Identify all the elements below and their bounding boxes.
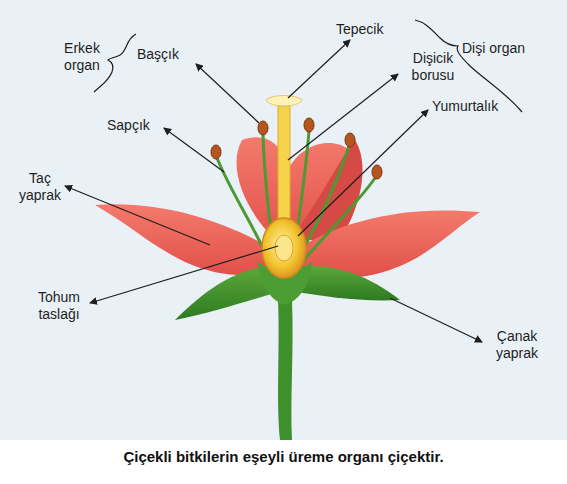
figure-caption: Çiçekli bitkilerin eşeyli üreme organı ç… [0, 448, 567, 465]
organ-group-label: Dişi organ [462, 40, 525, 57]
part-label: Tepecik [336, 21, 383, 38]
part-label: Taç yaprak [14, 170, 66, 204]
organ-group-label: Erkek organ [56, 40, 108, 74]
part-label: Dişicik borusu [402, 50, 464, 84]
part-label: Tohum taslağı [24, 289, 94, 323]
part-label: Sapçık [107, 117, 150, 134]
part-label: Çanak yaprak [484, 328, 550, 362]
part-label: Yumurtalık [432, 98, 498, 115]
part-label: Başçık [137, 46, 179, 63]
